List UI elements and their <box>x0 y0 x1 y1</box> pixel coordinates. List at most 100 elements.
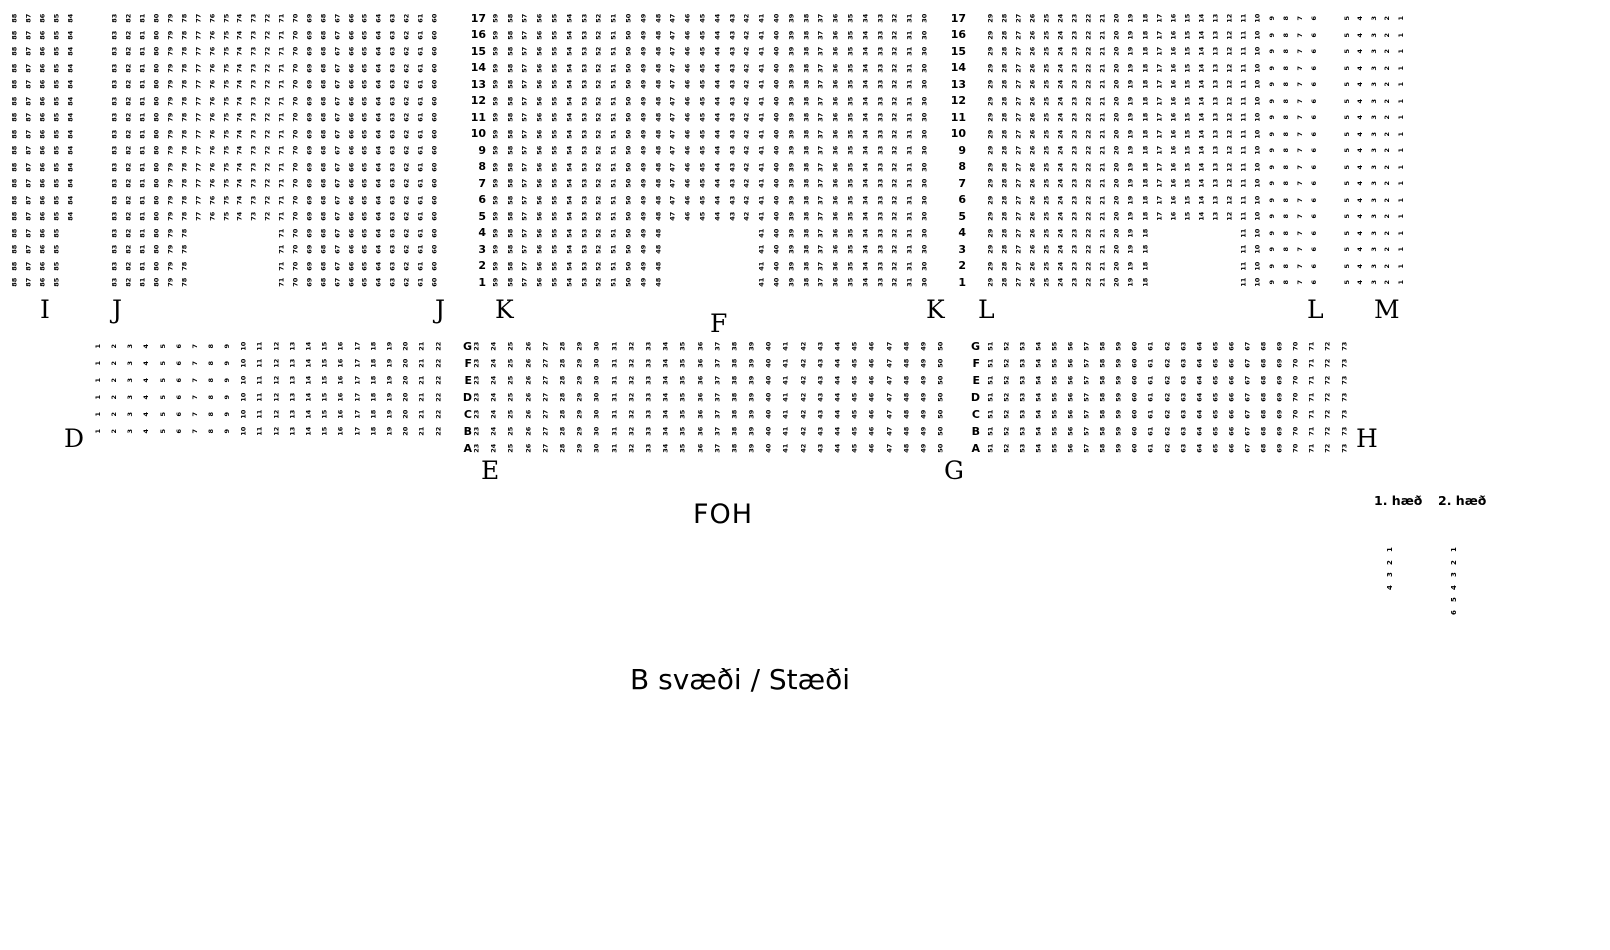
seat: 25 <box>1042 145 1051 155</box>
seat: 33 <box>644 392 653 403</box>
seat: 69 <box>305 228 314 238</box>
seat: 45 <box>698 96 707 106</box>
seat: 66 <box>1227 341 1236 352</box>
seat: 43 <box>727 30 736 40</box>
seat: 49 <box>639 162 648 172</box>
seat: 70 <box>1291 358 1300 369</box>
seat: 54 <box>1034 426 1043 437</box>
seat: 30 <box>920 46 929 56</box>
seat: 45 <box>698 129 707 139</box>
seat: 56 <box>535 79 544 89</box>
seat: 39 <box>787 79 796 89</box>
seat: 23 <box>1070 129 1079 139</box>
seat: 73 <box>249 63 258 73</box>
seat: 40 <box>772 129 781 139</box>
seat: 65 <box>360 96 369 106</box>
seat: 40 <box>772 162 781 172</box>
seat: 75 <box>221 13 230 23</box>
seat: 65 <box>360 277 369 287</box>
seat: 21 <box>1098 261 1107 271</box>
seat: 53 <box>579 129 588 139</box>
seat: 57 <box>520 178 529 188</box>
seat: 28 <box>999 30 1008 40</box>
seat: 6 <box>1309 246 1318 252</box>
seat: 52 <box>594 13 603 23</box>
seat: 6 <box>1309 164 1318 170</box>
seat: 5 <box>1342 65 1351 71</box>
seat: 64 <box>1195 341 1204 352</box>
seat: 62 <box>402 211 411 221</box>
floor-row-number: 4 <box>1385 584 1394 590</box>
seat: 7 <box>1295 98 1304 104</box>
row-label-10: 10 <box>470 127 486 141</box>
seat: 54 <box>565 195 574 205</box>
seat: 2 <box>1383 279 1392 285</box>
seat: 58 <box>505 13 514 23</box>
seat: 56 <box>1066 392 1075 403</box>
seat: 8 <box>1281 48 1290 54</box>
seat: 64 <box>374 277 383 287</box>
seat: 39 <box>787 228 796 238</box>
seat: 70 <box>291 195 300 205</box>
seat: 62 <box>402 30 411 40</box>
seat: 53 <box>579 195 588 205</box>
seat: 31 <box>609 341 618 352</box>
seat: 32 <box>627 392 636 403</box>
seat: 65 <box>1211 409 1220 420</box>
seat: 53 <box>579 162 588 172</box>
seat: 9 <box>1267 246 1276 252</box>
seat: 28 <box>999 211 1008 221</box>
seat: 81 <box>138 211 147 221</box>
seat: 68 <box>1259 443 1268 454</box>
seat: 49 <box>639 96 648 106</box>
seat: 63 <box>388 129 397 139</box>
seat: 15 <box>1183 30 1192 40</box>
seat: 21 <box>1098 46 1107 56</box>
seat: 64 <box>374 145 383 155</box>
seat: 39 <box>747 392 756 403</box>
seat: 3 <box>1369 81 1378 87</box>
seat: 67 <box>332 277 341 287</box>
seat: 8 <box>1281 98 1290 104</box>
seat: 88 <box>10 244 19 254</box>
row-label-4: 4 <box>478 226 486 240</box>
seat: 9 <box>1267 263 1276 269</box>
seat: 14 <box>1197 30 1206 40</box>
seat: 84 <box>66 211 75 221</box>
seat: 59 <box>1114 358 1123 369</box>
seat: 54 <box>565 228 574 238</box>
seat: 22 <box>433 409 442 420</box>
seat: 75 <box>221 129 230 139</box>
seat: 38 <box>801 211 810 221</box>
seat: 24 <box>489 443 498 454</box>
seat: 56 <box>535 63 544 73</box>
seat: 88 <box>10 129 19 139</box>
seat: 33 <box>644 358 653 369</box>
seat: 66 <box>346 228 355 238</box>
seat: 76 <box>207 162 216 172</box>
seat: 33 <box>644 341 653 352</box>
seat: 4 <box>1356 213 1365 219</box>
seat: 20 <box>1112 261 1121 271</box>
seat: 83 <box>110 244 119 254</box>
seat: 6 <box>1309 114 1318 120</box>
seat: 67 <box>332 63 341 73</box>
seat: 88 <box>10 228 19 238</box>
seat: 15 <box>1183 178 1192 188</box>
seat: 25 <box>1042 261 1051 271</box>
seat: 42 <box>742 195 751 205</box>
seat: 80 <box>152 30 161 40</box>
section-label-E: E <box>481 456 500 485</box>
seat: 84 <box>66 145 75 155</box>
floor-1-label: 1. hæð <box>1374 493 1423 508</box>
seat: 5 <box>1342 81 1351 87</box>
seat: 21 <box>1098 244 1107 254</box>
seat: 27 <box>1013 195 1022 205</box>
seat: 65 <box>1211 358 1220 369</box>
